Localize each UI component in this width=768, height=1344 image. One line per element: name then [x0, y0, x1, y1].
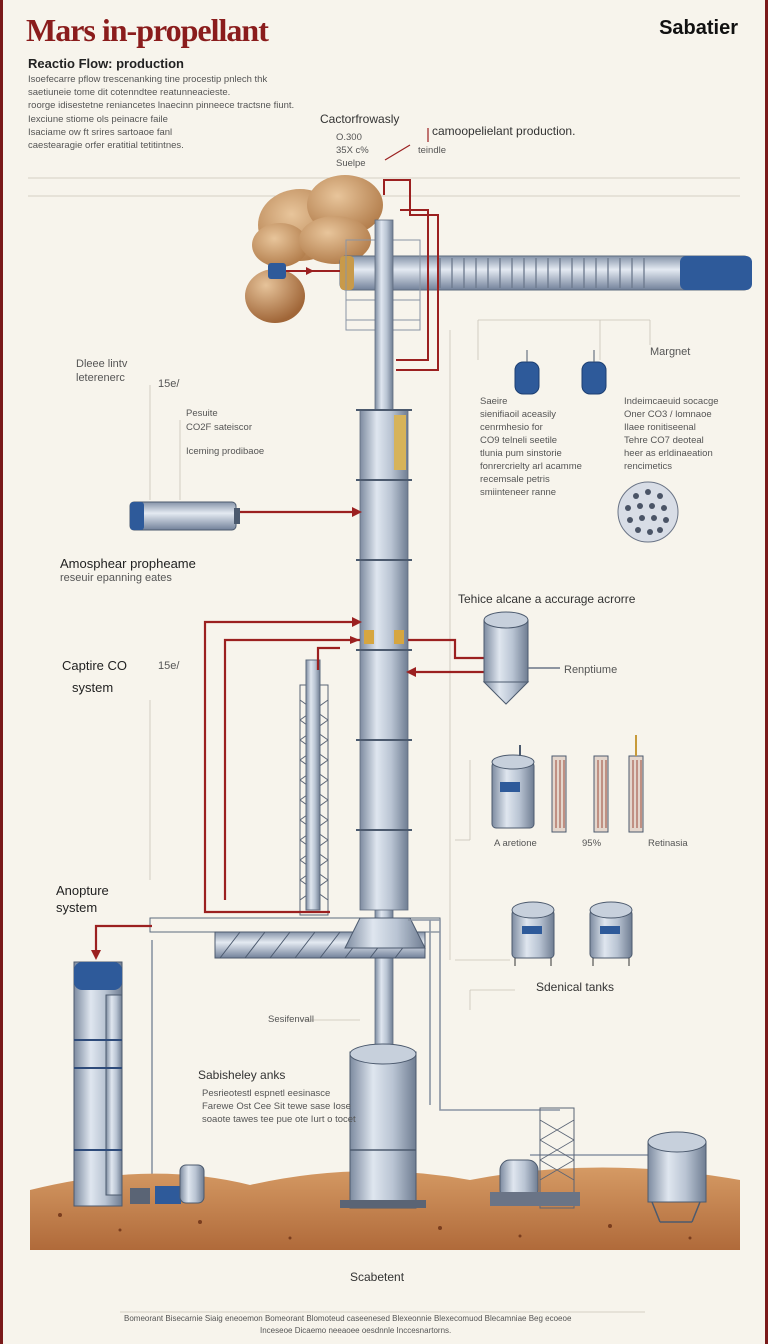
guide-lines [28, 177, 740, 1313]
right-col1-line-8: smiinteneer ranne [480, 487, 557, 498]
anopture-title: Anopture [56, 883, 109, 898]
right-col2-line-3: Ilaee ronitiseenal [624, 422, 696, 433]
blue-vessels [514, 350, 607, 395]
scaffold-tower [299, 659, 329, 916]
sabatier-tanks-title: Sabisheley anks [198, 1068, 286, 1082]
intro-line-6: caestearagie orfer eratitial tetitintnes… [28, 140, 184, 151]
capture-sub: system [72, 680, 114, 695]
right-col2-line-1: Indeimcaeuid socacge [624, 396, 719, 407]
tank-row-label-2: 95% [582, 838, 602, 849]
red-feed-lines-top [383, 179, 439, 371]
reactor-vessel [482, 611, 560, 705]
reactor-complex [490, 1107, 580, 1209]
intro-line-2: saetiuneie tome dit cotenndtee reatunnea… [28, 87, 231, 98]
left-note-value: 15e/ [158, 378, 180, 390]
intake-pipe [268, 255, 752, 291]
right-col1-line-6: fonrercrielty arl acamme [480, 461, 582, 472]
right-col1-line-4: CO9 telneli seetile [480, 435, 558, 446]
left-note2-c: Iceming prodibaoe [186, 446, 265, 457]
flow-arrows [91, 507, 416, 960]
right-col2-line-2: Oner CO3 / lomnaoe [624, 409, 712, 420]
top-callout-tag-2: 35X c% [336, 145, 369, 156]
tank-row-label-3: Retinasia [648, 838, 688, 849]
left-note2-a: Pesuite [186, 408, 218, 419]
top-callout-tag-3: Suelpe [336, 158, 366, 169]
mars-ground [30, 1167, 740, 1250]
atmosphere-title: Amosphear propheame [60, 556, 196, 571]
intro-heading: Reactio Flow: production [28, 56, 184, 71]
sabatier-tanks-line-1: Pesrieotestl espnetl eesinasce [202, 1088, 331, 1099]
intro-line-3: roorge idisestetne reniancetes lnaecinn … [28, 100, 295, 111]
tank-row-label-1: A aretione [494, 838, 537, 849]
top-callout-pointer [384, 128, 429, 161]
compressor-unit [130, 1164, 205, 1204]
storage-tank-right [647, 1131, 707, 1223]
page-title: Mars in-propellant [26, 12, 269, 48]
tank-row [491, 735, 644, 833]
right-col1-line-5: tlunia pum sinstorie [480, 448, 562, 459]
storage-tank-left [73, 961, 123, 1207]
top-callout-tag-1: O.300 [336, 132, 362, 143]
sabatier-tanks-line-2: Farewe Ost Cee Sit tewe sase Iose [202, 1101, 351, 1112]
sabatier-base-tank [340, 1043, 426, 1209]
margin-label: Margnet [650, 346, 691, 358]
anopture-sub: system [56, 900, 98, 915]
intro-line-5: Isaciame ow ft srires sartoaoe fanl [28, 127, 173, 138]
top-callout-right-label: camoopelielant production. [432, 124, 576, 138]
right-col1-line-2: sienifiaoil aceasily [480, 409, 557, 420]
top-callout-right-small: teindle [418, 145, 446, 156]
platform [149, 917, 441, 959]
left-note-sub: leterenerc [76, 372, 125, 384]
footer-line-1: Bomeorant Bisecarnie Siaig eneoemon Bome… [124, 1314, 572, 1323]
footer-line-2: Inceseoe Dicaemo neeaoee oesdnnle Incces… [260, 1326, 452, 1335]
chemical-tank-pair [511, 901, 633, 966]
capture-value: 15e/ [158, 660, 180, 672]
feed-tank-horizontal [129, 501, 240, 531]
sabatier-tanks-line-3: soaote tawes tee pue ote Iurt o tocet [202, 1114, 356, 1125]
catalyst-sphere [617, 481, 679, 543]
sabatier-badge: Sabatier [659, 17, 738, 39]
red-process-loop [94, 510, 485, 955]
right-mid-heading: Tehice alcane a accurage acrorre [458, 592, 636, 606]
right-col1-line-1: Saeire [480, 396, 508, 407]
atmosphere-sub: reseuir epanning eates [60, 572, 172, 584]
right-col2-line-6: rencimetics [624, 461, 673, 472]
right-col2-line-4: Tehre CO7 deoteal [624, 435, 704, 446]
intro-line-4: Iexciune stiome ols peinacre faile [28, 114, 168, 125]
chemical-tanks-label: Sdenical tanks [536, 980, 615, 994]
reactor-label: Renptiume [564, 664, 618, 676]
left-note-title: Dleee lintv [76, 358, 128, 370]
column-base-label: Sesifenvall [268, 1014, 314, 1025]
top-callout-label: Cactorfrowasly [320, 112, 400, 126]
right-col2-line-5: heer as erldinaeation [624, 448, 713, 459]
left-note2-b: CO2F sateiscor [186, 422, 252, 433]
intro-line-1: Isoefecarre pflow trescenanking tine pro… [28, 74, 268, 85]
main-column [356, 219, 412, 1051]
capture-title: Captire CO [62, 658, 128, 673]
right-col1-line-7: recemsale petris [480, 474, 550, 485]
exhaust-cloud [252, 175, 383, 267]
condenser-sphere [245, 269, 305, 323]
footer-label: Scabetent [350, 1270, 405, 1284]
right-col1-line-3: cenrmhesio for [480, 422, 543, 433]
